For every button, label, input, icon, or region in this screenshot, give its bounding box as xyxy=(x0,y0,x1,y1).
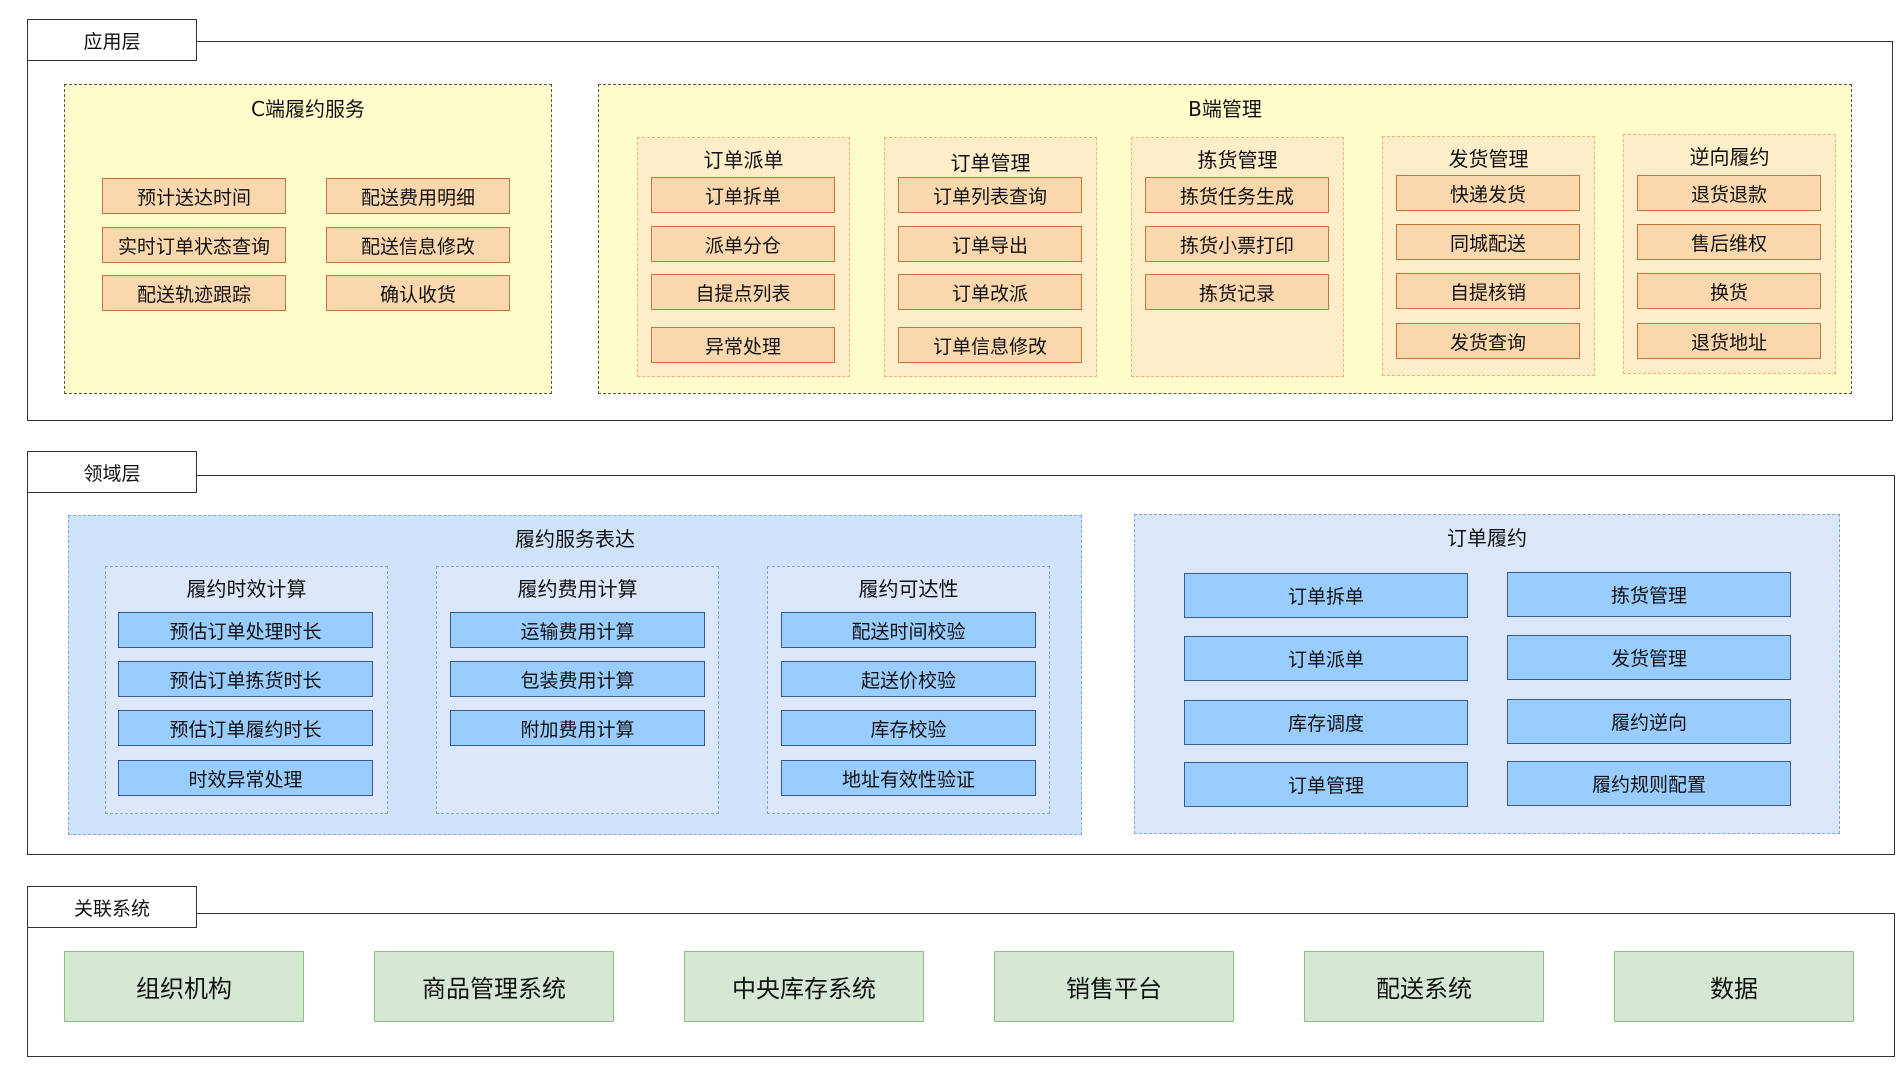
related-system-inventory: 中央库存系统 xyxy=(684,951,924,1022)
cost-section-title: 履约费用计算 xyxy=(517,577,638,601)
application-layer-label: 应用层 xyxy=(27,19,197,61)
order-fulfillment-item-2: 库存调度 xyxy=(1184,700,1468,745)
timeliness-item-1: 预估订单拣货时长 xyxy=(118,661,373,697)
reverse-item-3: 退货地址 xyxy=(1637,323,1821,359)
dispatch-item-1: 派单分仓 xyxy=(651,226,835,262)
order-mgmt-item-1: 订单导出 xyxy=(898,226,1082,262)
shipping-item-1: 同城配送 xyxy=(1396,224,1580,260)
cost-item-0: 运输费用计算 xyxy=(450,612,705,648)
reachability-section-title: 履约可达性 xyxy=(858,577,959,601)
picking-item-0: 拣货任务生成 xyxy=(1145,177,1329,213)
c-item-3: 配送费用明细 xyxy=(326,178,510,214)
related-systems-label: 关联系统 xyxy=(27,886,197,928)
b-section-shipping-title: 发货管理 xyxy=(1448,147,1529,171)
cost-item-1: 包装费用计算 xyxy=(450,661,705,697)
order-fulfillment-item-7: 履约规则配置 xyxy=(1507,761,1791,806)
order-fulfillment-item-4: 拣货管理 xyxy=(1507,572,1791,617)
dispatch-item-3: 异常处理 xyxy=(651,327,835,363)
order-mgmt-item-3: 订单信息修改 xyxy=(898,327,1082,363)
b-section-picking-title: 拣货管理 xyxy=(1197,148,1278,172)
related-system-product: 商品管理系统 xyxy=(374,951,614,1022)
timeliness-section-title: 履约时效计算 xyxy=(186,577,307,601)
b-section-order-management-title: 订单管理 xyxy=(950,151,1031,175)
b-section-dispatch-title: 订单派单 xyxy=(703,148,784,172)
related-system-delivery: 配送系统 xyxy=(1304,951,1544,1022)
fulfillment-service-title: 履约服务表达 xyxy=(515,527,635,551)
order-fulfillment-item-1: 订单派单 xyxy=(1184,636,1468,681)
order-mgmt-item-0: 订单列表查询 xyxy=(898,177,1082,213)
reachability-item-0: 配送时间校验 xyxy=(781,612,1036,648)
shipping-item-3: 发货查询 xyxy=(1396,323,1580,359)
c-item-1: 实时订单状态查询 xyxy=(102,227,286,263)
b-management-title: B端管理 xyxy=(1188,97,1262,121)
order-fulfillment-item-3: 订单管理 xyxy=(1184,762,1468,807)
order-fulfillment-item-6: 履约逆向 xyxy=(1507,699,1791,744)
c-item-2: 配送轨迹跟踪 xyxy=(102,275,286,311)
timeliness-item-3: 时效异常处理 xyxy=(118,760,373,796)
shipping-item-0: 快递发货 xyxy=(1396,175,1580,211)
c-item-4: 配送信息修改 xyxy=(326,227,510,263)
c-item-0: 预计送达时间 xyxy=(102,178,286,214)
cost-item-2: 附加费用计算 xyxy=(450,710,705,746)
reachability-item-1: 起送价校验 xyxy=(781,661,1036,697)
dispatch-item-0: 订单拆单 xyxy=(651,177,835,213)
related-systems-layer xyxy=(27,913,1895,1057)
domain-layer-label: 领域层 xyxy=(27,451,197,493)
timeliness-item-2: 预估订单履约时长 xyxy=(118,710,373,746)
reachability-item-2: 库存校验 xyxy=(781,710,1036,746)
order-fulfillment-item-0: 订单拆单 xyxy=(1184,573,1468,618)
shipping-item-2: 自提核销 xyxy=(1396,273,1580,309)
picking-item-2: 拣货记录 xyxy=(1145,274,1329,310)
c-item-5: 确认收货 xyxy=(326,275,510,311)
order-fulfillment-item-5: 发货管理 xyxy=(1507,635,1791,680)
related-system-data: 数据 xyxy=(1614,951,1854,1022)
reachability-item-3: 地址有效性验证 xyxy=(781,760,1036,796)
b-section-reverse-title: 逆向履约 xyxy=(1689,145,1770,169)
picking-item-1: 拣货小票打印 xyxy=(1145,226,1329,262)
timeliness-item-0: 预估订单处理时长 xyxy=(118,612,373,648)
related-system-sales: 销售平台 xyxy=(994,951,1234,1022)
order-mgmt-item-2: 订单改派 xyxy=(898,274,1082,310)
dispatch-item-2: 自提点列表 xyxy=(651,274,835,310)
reverse-item-1: 售后维权 xyxy=(1637,224,1821,260)
c-fulfillment-title: C端履约服务 xyxy=(251,97,365,121)
reverse-item-0: 退货退款 xyxy=(1637,175,1821,211)
order-fulfillment-title: 订单履约 xyxy=(1447,526,1527,550)
related-system-org: 组织机构 xyxy=(64,951,304,1022)
reverse-item-2: 换货 xyxy=(1637,273,1821,309)
